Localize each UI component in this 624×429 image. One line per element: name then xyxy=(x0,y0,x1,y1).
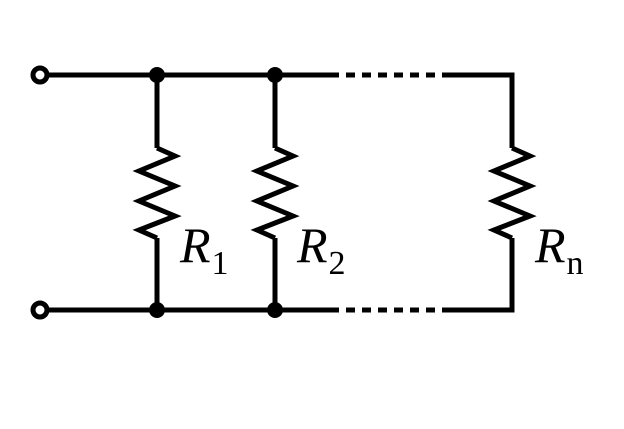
resistor-1-subscript: 1 xyxy=(212,245,229,282)
resistor-2-label: R2 xyxy=(296,217,346,282)
resistor-1-zigzag xyxy=(132,145,182,241)
bottom-rail-right-wire xyxy=(448,238,515,313)
resistor-2-subscript: 2 xyxy=(329,245,346,282)
junction-dot-bottom-2 xyxy=(267,302,283,318)
junction-dot-top-1 xyxy=(149,67,165,83)
resistor-n-symbol: R xyxy=(534,217,566,273)
resistor-n-label: Rn xyxy=(534,217,584,282)
resistor-n-subscript: n xyxy=(567,245,584,282)
resistor-2-zigzag xyxy=(250,145,300,241)
junction-dot-top-2 xyxy=(267,67,283,83)
top-rail-right-wire xyxy=(448,72,515,148)
resistor-2-symbol: R xyxy=(296,217,328,273)
terminal-bottom xyxy=(30,300,50,320)
terminal-top xyxy=(30,65,50,85)
resistor-1-label: R1 xyxy=(179,217,229,282)
resistor-1-symbol: R xyxy=(179,217,211,273)
junction-dot-bottom-1 xyxy=(149,302,165,318)
resistor-n-zigzag xyxy=(487,145,537,241)
